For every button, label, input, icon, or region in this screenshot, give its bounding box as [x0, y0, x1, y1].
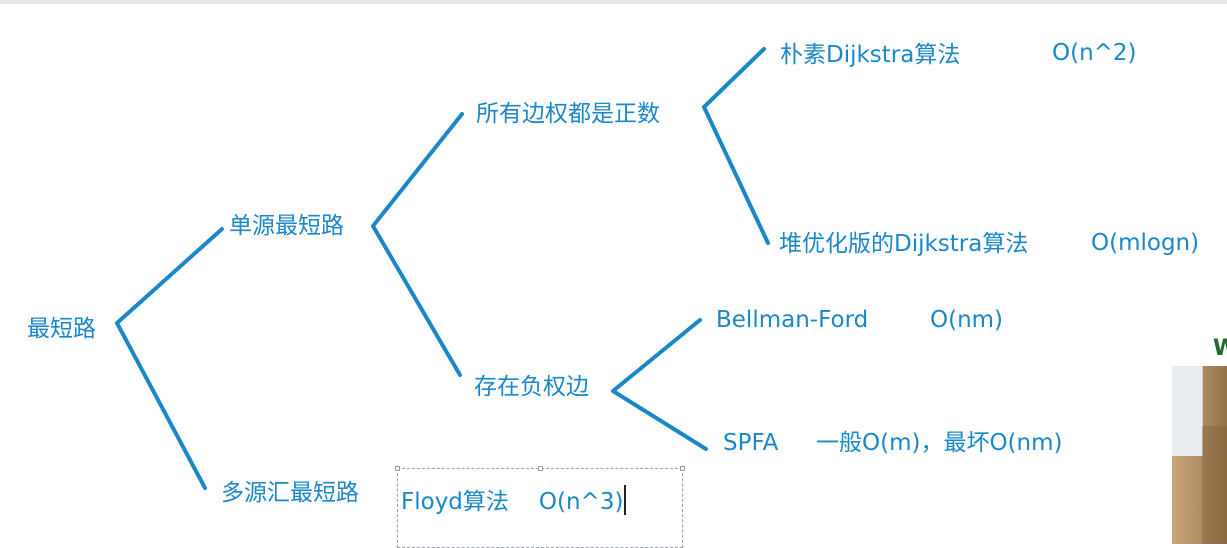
node-naive-dijkstra: 朴素Dijkstra算法 [780, 42, 961, 68]
connector-single-source [371, 112, 464, 377]
node-root: 最短路 [27, 316, 96, 342]
node-bellman-ford: Bellman-Ford [716, 307, 869, 333]
complexity-bellman-ford: O(nm) [930, 307, 1004, 333]
video-overlay-letter: W [1213, 336, 1227, 361]
floyd-text-content[interactable]: Floyd算法 O(n^3) [401, 485, 627, 516]
resize-handle-top-left[interactable] [395, 466, 400, 471]
whiteboard-canvas[interactable]: 最短路 单源最短路 所有边权都是正数 朴素Dijkstra算法 O(n^2) 堆… [0, 4, 1227, 548]
node-all-positive: 所有边权都是正数 [476, 101, 660, 127]
node-multi-source: 多源汇最短路 [221, 480, 359, 506]
connector-all-positive [702, 47, 770, 245]
node-single-source: 单源最短路 [229, 213, 344, 239]
video-background-cloth [1172, 366, 1203, 456]
connector-negative-edges [611, 318, 708, 451]
complexity-heap-dijkstra: O(mlogn) [1091, 230, 1200, 256]
complexity-floyd: O(n^3) [538, 489, 624, 515]
floyd-text-box[interactable]: Floyd算法 O(n^3) [395, 466, 685, 548]
node-negative-edges: 存在负权边 [474, 374, 589, 400]
connector-root [115, 227, 224, 490]
complexity-spfa: 一般O(m)，最坏O(nm) [816, 430, 1063, 456]
node-heap-dijkstra: 堆优化版的Dijkstra算法 [779, 231, 1029, 257]
resize-handle-top-middle[interactable] [538, 466, 543, 471]
webcam-video-overlay [1172, 366, 1227, 544]
text-caret [624, 485, 627, 515]
complexity-naive-dijkstra: O(n^2) [1052, 40, 1137, 66]
resize-handle-top-right[interactable] [680, 466, 685, 471]
video-shadow [1202, 426, 1227, 544]
top-window-strip [0, 0, 1227, 4]
node-floyd: Floyd算法 [401, 489, 509, 515]
node-spfa: SPFA [723, 430, 779, 456]
